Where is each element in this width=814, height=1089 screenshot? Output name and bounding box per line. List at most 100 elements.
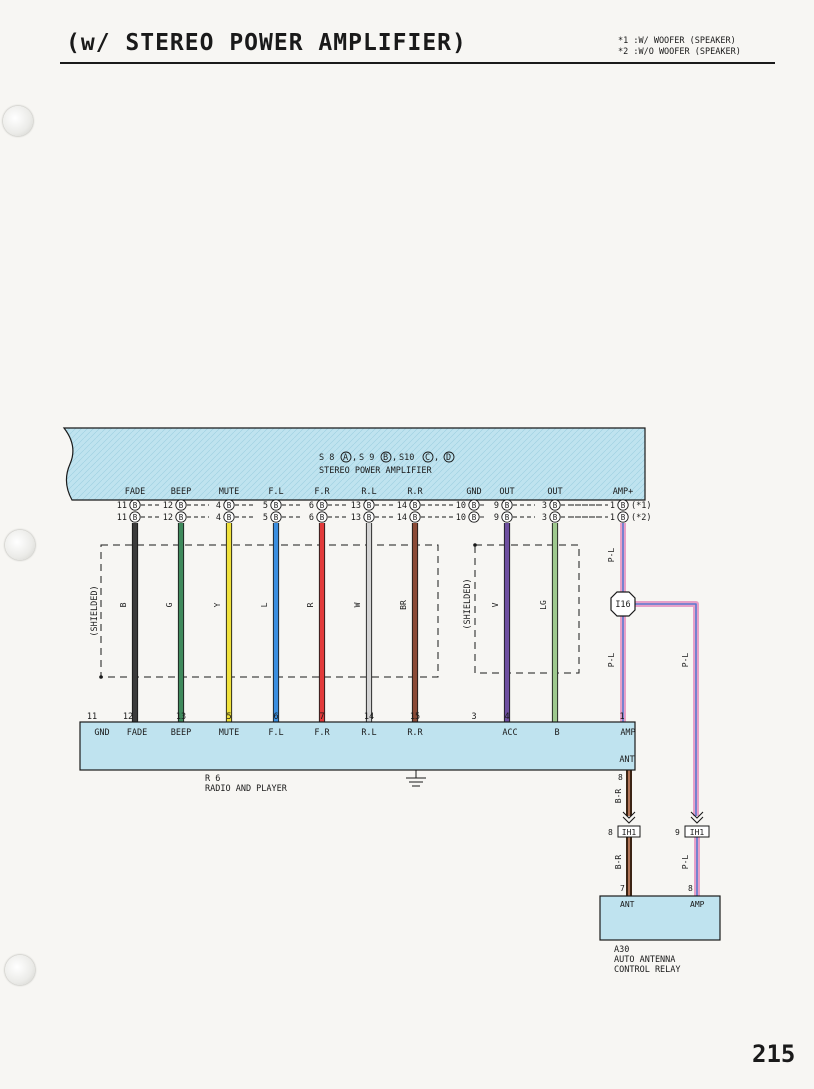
ih1-connector-amp: IH1 9 [675, 825, 710, 838]
amp-pin-number: 5 [263, 501, 268, 511]
relay-name: A30 [614, 945, 629, 955]
ih1-ant-id: IH1 [622, 828, 637, 837]
amp-option-mark: (*1) [631, 501, 651, 511]
radio-pin-label: B [554, 728, 559, 738]
amp-connector-circle [270, 499, 282, 511]
amp-connector-circle [223, 499, 235, 511]
amp-connector-circle [409, 499, 421, 511]
radio-pin-number: 6 [273, 712, 278, 722]
amp-connector-circle [617, 511, 629, 523]
ih1-amp-id: IH1 [690, 828, 705, 837]
wire-color-label: L [260, 602, 269, 607]
amp-connector-letter: B [505, 501, 510, 510]
amp-pin-number: 9 [494, 513, 499, 523]
amp-conn-s9-code: S 9 [359, 453, 374, 463]
amp-pin-number: 14 [397, 501, 407, 511]
radio-pin-label: GND [94, 728, 109, 738]
radio-pin-number: 3 [471, 712, 476, 722]
title-rule [60, 62, 775, 64]
radio-pin-label: FADE [127, 728, 147, 738]
amp-connector-circle [316, 499, 328, 511]
relay-line-2: CONTROL RELAY [614, 965, 681, 975]
radio-pin-label: F.R [314, 728, 330, 738]
svg-text:,: , [434, 453, 439, 463]
relay-pin-amp-num: 8 [688, 884, 693, 893]
amp-connector-letter: B [133, 513, 138, 522]
shield-label-left: (SHIELDED) [90, 585, 100, 636]
amp-connector-circle [501, 511, 513, 523]
amp-connector-letter: B [320, 513, 325, 522]
radio-pin-number: 11 [87, 712, 97, 722]
wire-p-l-relay-stripe [635, 603, 697, 816]
amp-pin-label: R.R [407, 487, 423, 497]
amp-conn-d-letter: D [446, 453, 451, 463]
relay-line-1: AUTO ANTENNA [614, 955, 675, 965]
amp-pin-label: F.L [268, 487, 283, 497]
amp-connector-letter: B [227, 513, 232, 522]
radio-pin-number: 12 [123, 712, 133, 722]
amp-conn-s9-letter: B [383, 453, 388, 463]
amp-connector-letter: B [274, 501, 279, 510]
amp-pin-number: 5 [263, 513, 268, 523]
amp-connector-circle [549, 511, 561, 523]
wire-color-label: R [306, 602, 315, 607]
wire-color-label: P-L [607, 653, 616, 668]
amp-pin-number: 12 [163, 501, 173, 511]
amp-connector-circle [501, 499, 513, 511]
amp-connector-circle [409, 511, 421, 523]
note-no-woofer: *2 :W/O WOOFER (SPEAKER) [618, 47, 741, 57]
svg-text:,: , [392, 453, 397, 463]
shield-box-left [100, 544, 439, 678]
amp-connector-circle [617, 499, 629, 511]
amp-connector-circle [175, 499, 187, 511]
option-notes: *1 :W/ WOOFER (SPEAKER) *2 :W/O WOOFER (… [618, 36, 741, 58]
amp-pin-number: 1 [610, 513, 615, 523]
amp-connector-letter: B [505, 513, 510, 522]
amp-connector-letter: B [274, 513, 279, 522]
amp-pin-number: 3 [542, 501, 547, 511]
amp-pin-number: 4 [216, 501, 221, 511]
wire-color-label: W [353, 602, 362, 607]
amp-connector-letter: B [621, 513, 626, 522]
amplifier-connectors: S 8 A , S 9 B , S10 C , D STEREO POWER A… [319, 451, 455, 476]
amp-conn-s8-letter: A [343, 453, 348, 463]
connector-chevron-icon [690, 816, 704, 824]
wire-color-label: Y [213, 602, 222, 607]
amp-conn-s10-letter: C [425, 453, 430, 463]
page-title: (w/ STEREO POWER AMPLIFIER) [66, 30, 467, 56]
radio-pin-label: F.L [268, 728, 283, 738]
amp-pin-number: 6 [309, 513, 314, 523]
radio-pin-layer: 11GND12FADE13BEEP5MUTE6F.L7F.R14R.L15R.R… [87, 712, 636, 765]
wire-color-label: G [165, 602, 174, 607]
radio-pin-label: ANT [619, 755, 634, 765]
ih1-connector-ant: IH1 8 [608, 825, 641, 838]
radio-ant-pin-num: 8 [618, 773, 623, 782]
radio-pin-number: 7 [319, 712, 324, 722]
amp-connector-circle [129, 499, 141, 511]
connector-chevron-icon [622, 811, 636, 819]
amp-pin-label: GND [466, 487, 481, 497]
amp-pin-label: AMP+ [613, 487, 633, 497]
radio-pin-number: 13 [176, 712, 186, 722]
amp-connector-letter: B [413, 501, 418, 510]
ih1-amp-num: 9 [675, 828, 680, 837]
amp-connector-circle [468, 511, 480, 523]
amplifier-name: STEREO POWER AMPLIFIER [319, 466, 432, 476]
note-woofer: *1 :W/ WOOFER (SPEAKER) [618, 36, 736, 46]
amplifier-block [62, 427, 646, 501]
amp-pin-number: 1 [610, 501, 615, 511]
shield-box-right [474, 544, 580, 674]
amp-connector-circle [270, 511, 282, 523]
amp-pin-label: BEEP [171, 487, 191, 497]
amp-pin-number: 14 [397, 513, 407, 523]
radio-pin-number: 5 [226, 712, 231, 722]
wire-color-label: P-L [607, 548, 616, 563]
radio-subname: RADIO AND PLAYER [205, 784, 288, 794]
wire-color-label: B-R [614, 789, 623, 804]
amp-connector-circle [316, 511, 328, 523]
amp-connector-letter: B [472, 513, 477, 522]
punch-hole-middle [5, 530, 35, 560]
ground-icon [406, 770, 426, 787]
amp-conn-s8-code: S 8 [319, 453, 334, 463]
